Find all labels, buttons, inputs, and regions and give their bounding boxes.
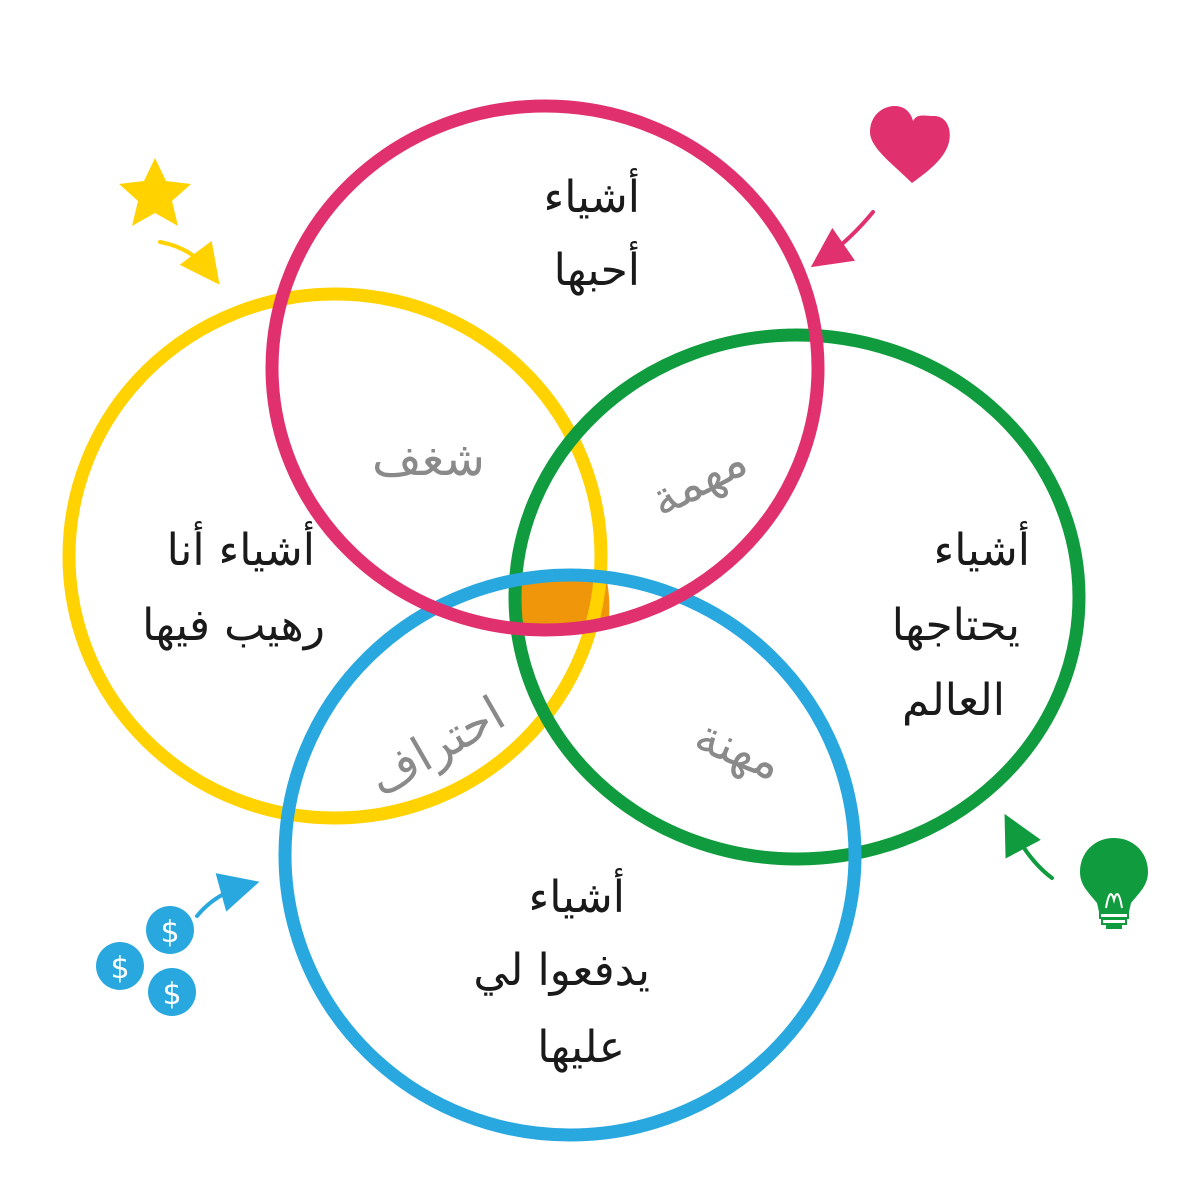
heart-arrow xyxy=(810,210,875,268)
good-label-line2: رهيب فيها xyxy=(142,600,325,651)
paid-for-circle xyxy=(278,568,862,1142)
world-label-line2: يحتاجها xyxy=(892,600,1020,651)
love-label-line1: أشياء xyxy=(544,168,640,223)
coin-symbol: $ xyxy=(110,951,129,986)
lightbulb-arrow xyxy=(1004,813,1054,880)
love-label-line2: أحبها xyxy=(554,241,640,296)
profession-label: احتراف xyxy=(359,685,514,807)
world-label-line3: العالم xyxy=(902,675,1005,726)
paid-label-line3: عليها xyxy=(537,1022,625,1073)
paid-label-line2: يدفعوا لي xyxy=(473,945,650,996)
coin-symbol: $ xyxy=(160,915,179,950)
world-needs-circle xyxy=(508,328,1086,866)
mission-label: مهمة xyxy=(640,432,756,529)
paid-label-line1: أشياء xyxy=(529,868,625,923)
dollar-arrow xyxy=(195,873,260,918)
dollar-coins-icon: $ $ $ xyxy=(96,906,196,1016)
world-label-line1: أشياء xyxy=(934,521,1030,576)
good-at-circle xyxy=(62,287,608,825)
star-icon xyxy=(119,158,191,226)
coin-symbol: $ xyxy=(162,977,181,1012)
love-circle xyxy=(265,99,825,637)
vocation-label: مهنة xyxy=(687,707,790,792)
passion-label: شغف xyxy=(372,431,485,487)
good-label-line1: أشياء أنا xyxy=(167,521,315,576)
heart-icon xyxy=(870,106,950,183)
star-arrow xyxy=(158,240,220,285)
lightbulb-icon xyxy=(1080,838,1148,929)
